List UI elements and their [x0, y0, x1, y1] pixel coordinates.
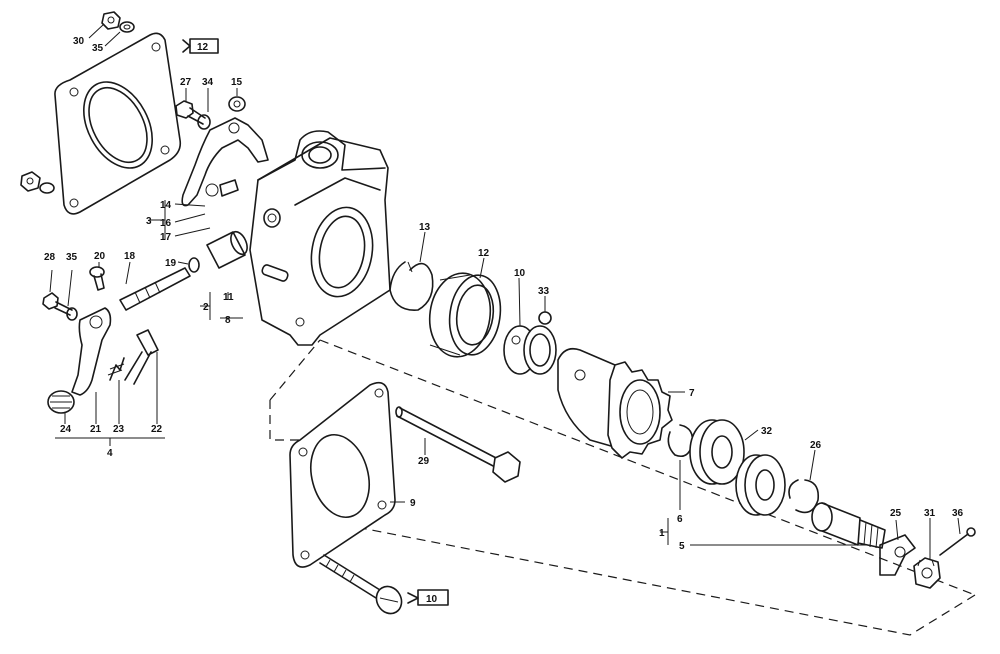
bolt-lower — [319, 554, 403, 615]
ball-33 — [538, 311, 552, 325]
label-2: 2 — [203, 302, 209, 313]
label-6: 6 — [677, 514, 683, 525]
ref-box-10 — [407, 589, 449, 606]
bolt-27 — [175, 100, 206, 125]
output-shaft — [811, 502, 886, 549]
part-labels: 30 35 12 27 34 15 14 3 16 17 28 35 20 18… — [44, 36, 964, 605]
sleeve-11 — [206, 230, 248, 269]
label-32: 32 — [761, 426, 773, 437]
label-35-top: 35 — [92, 43, 104, 54]
bolt-28 — [42, 292, 78, 321]
label-5: 5 — [679, 541, 685, 552]
flange-plate-top — [54, 32, 182, 215]
label-23: 23 — [113, 424, 125, 435]
label-18: 18 — [124, 251, 136, 262]
bush-10 — [503, 325, 557, 375]
label-15: 15 — [231, 77, 243, 88]
label-14: 14 — [160, 200, 172, 211]
label-8: 8 — [225, 315, 231, 326]
assembly-guide-lines — [269, 339, 976, 636]
gasket-9 — [289, 381, 396, 568]
label-29: 29 — [418, 456, 430, 467]
label-19: 19 — [165, 258, 177, 269]
label-17: 17 — [160, 232, 172, 243]
label-25: 25 — [890, 508, 902, 519]
spring-23 — [107, 357, 125, 381]
washer-35 — [119, 21, 135, 33]
label-22: 22 — [151, 424, 163, 435]
label-28: 28 — [44, 252, 56, 263]
circlip-26 — [788, 479, 820, 514]
lever-21 — [71, 307, 112, 396]
nut-30 — [101, 11, 121, 30]
shaft-18 — [119, 267, 191, 311]
bearing-cup-12 — [428, 272, 502, 358]
circlip-6 — [667, 424, 694, 458]
label-20: 20 — [94, 251, 106, 262]
label-26: 26 — [810, 440, 822, 451]
knob-24 — [47, 390, 75, 414]
washer-15 — [228, 96, 246, 112]
label-36: 36 — [952, 508, 964, 519]
label-33: 33 — [538, 286, 550, 297]
split-pin-36 — [939, 527, 976, 556]
label-24: 24 — [60, 424, 72, 435]
label-16: 16 — [160, 218, 172, 229]
bearing-32-a — [689, 419, 745, 485]
label-31: 31 — [924, 508, 936, 519]
label-1: 1 — [659, 528, 665, 539]
ref-12-text: 12 — [197, 42, 209, 53]
ref-10-text: 10 — [426, 594, 438, 605]
long-bolt-29 — [395, 406, 521, 483]
bearing-32-b — [735, 454, 786, 516]
label-3: 3 — [146, 216, 152, 227]
circlip-13 — [389, 261, 434, 311]
sector-gear-7 — [557, 347, 673, 459]
label-35b: 35 — [66, 252, 78, 263]
label-11: 11 — [223, 292, 234, 303]
pin-20 — [89, 266, 105, 291]
castle-nut-31 — [913, 557, 941, 589]
label-9: 9 — [410, 498, 416, 509]
label-10: 10 — [514, 268, 526, 279]
ref-box-12 — [182, 38, 219, 54]
main-housing — [249, 130, 391, 346]
bolt-22 — [124, 329, 159, 385]
label-21: 21 — [90, 424, 102, 435]
label-13: 13 — [419, 222, 431, 233]
washer-19 — [188, 257, 200, 273]
label-12: 12 — [478, 248, 490, 259]
lock-washer-25 — [879, 534, 916, 576]
label-7: 7 — [689, 388, 695, 399]
washer-34 — [197, 114, 211, 130]
label-27: 27 — [180, 77, 192, 88]
shift-fork-bracket — [181, 117, 269, 207]
label-30: 30 — [73, 36, 85, 47]
leader-lines — [49, 23, 961, 560]
label-4: 4 — [107, 448, 113, 459]
label-34: 34 — [202, 77, 214, 88]
nut-left — [20, 171, 55, 194]
